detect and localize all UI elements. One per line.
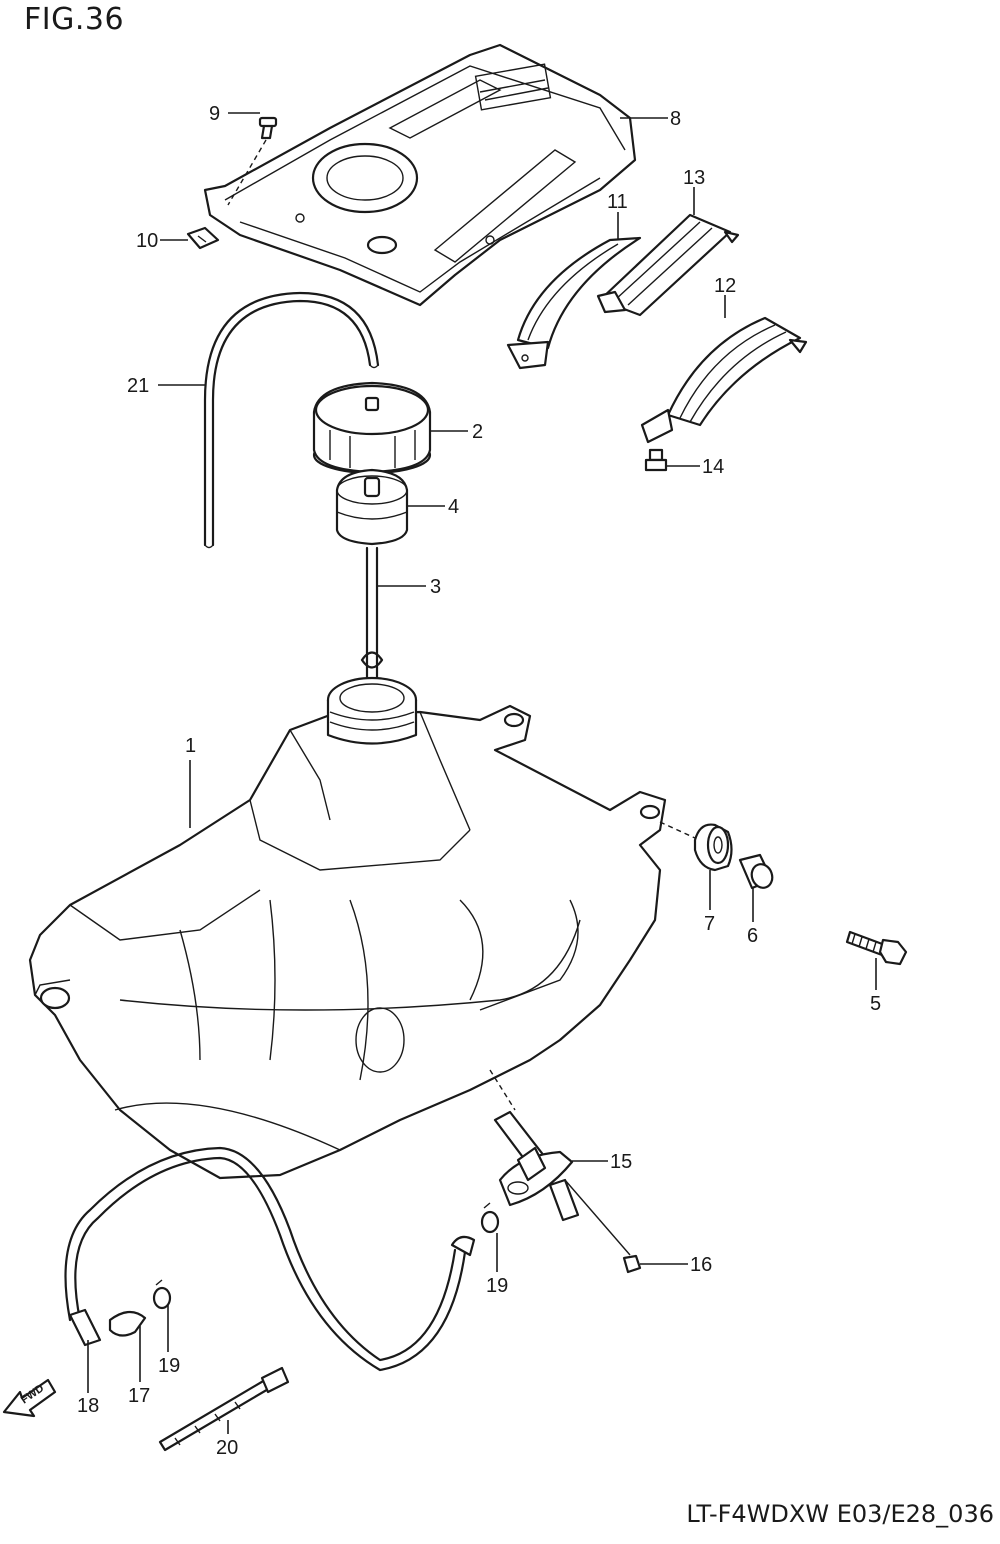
callout-3: 3 [430,576,441,598]
figure-label: FIG.36 [24,2,125,37]
callout-20: 20 [216,1437,238,1459]
part-hose-clip-upper [480,1202,500,1234]
part-cap-gasket [335,468,409,546]
callout-7: 7 [704,913,715,935]
part-screw-14 [644,448,668,472]
part-fuel-tank [28,676,667,1180]
callout-19-lower: 19 [158,1355,180,1377]
drawing-code: LT-F4WDXW E03/E28_036 [686,1500,994,1528]
part-hose-clip-lower [152,1279,172,1310]
callout-labels: 1 2 3 4 5 6 7 8 9 10 11 12 13 14 15 16 1… [77,103,881,1459]
part-strap-11 [506,236,642,370]
callout-2: 2 [472,421,483,443]
callout-4: 4 [448,496,459,518]
part-collar [738,853,774,890]
callout-17: 17 [128,1385,150,1407]
callout-5: 5 [870,993,881,1015]
callout-8: 8 [670,108,681,130]
leader-lines [87,112,877,1434]
callout-21: 21 [127,375,149,397]
callout-9: 9 [209,103,220,125]
fwd-arrow-icon: FWD [2,1378,57,1418]
part-strap-13 [596,213,740,317]
part-breather-hose [203,291,380,549]
part-tie-strap [158,1366,290,1452]
part-screw-16 [622,1254,642,1274]
part-fuel-hose [64,1146,476,1372]
callout-16: 16 [690,1254,712,1276]
part-fuel-valve [489,1069,631,1256]
part-clip-nut-10 [186,226,220,250]
part-bolt-5 [845,930,908,966]
part-screw-9 [227,116,278,206]
callout-19-upper: 19 [486,1275,508,1297]
callout-13: 13 [683,167,705,189]
part-grommet [659,821,733,872]
callout-11: 11 [607,191,628,213]
callout-15: 15 [610,1151,632,1173]
callout-18: 18 [77,1395,99,1417]
part-strap-12 [640,316,808,444]
callout-6: 6 [747,925,758,947]
callout-1: 1 [185,735,196,757]
part-tank-cover [203,43,637,307]
callout-12: 12 [714,275,736,297]
callout-10: 10 [136,230,158,252]
callout-14: 14 [702,456,724,478]
part-fuel-cap [312,381,432,475]
